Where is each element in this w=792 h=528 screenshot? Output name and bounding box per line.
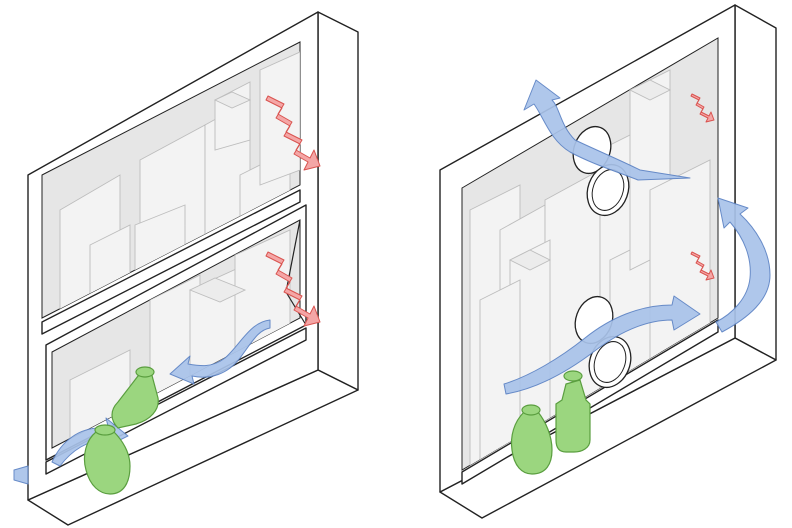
awning-window-panel [13, 11, 359, 526]
airflow-arrow-icon [13, 465, 29, 485]
vase-icon [83, 424, 131, 495]
bottle-icon [111, 366, 159, 429]
heat-wave-icon [265, 95, 321, 171]
airflow-arrow-icon [503, 295, 701, 395]
left-mid-rail [41, 189, 301, 335]
airflow-arrow-icon [523, 79, 691, 181]
fan-window-panel [439, 4, 777, 519]
heat-wave-icon [690, 93, 715, 123]
heat-wave-icon [265, 251, 321, 327]
airflow-arrow-icon [715, 197, 771, 333]
vase-icon [510, 404, 553, 475]
left-frame-depth [317, 11, 359, 391]
bottle-icon [555, 370, 591, 453]
airflow-arrow-icon [169, 319, 271, 385]
heat-wave-icon [690, 251, 715, 281]
